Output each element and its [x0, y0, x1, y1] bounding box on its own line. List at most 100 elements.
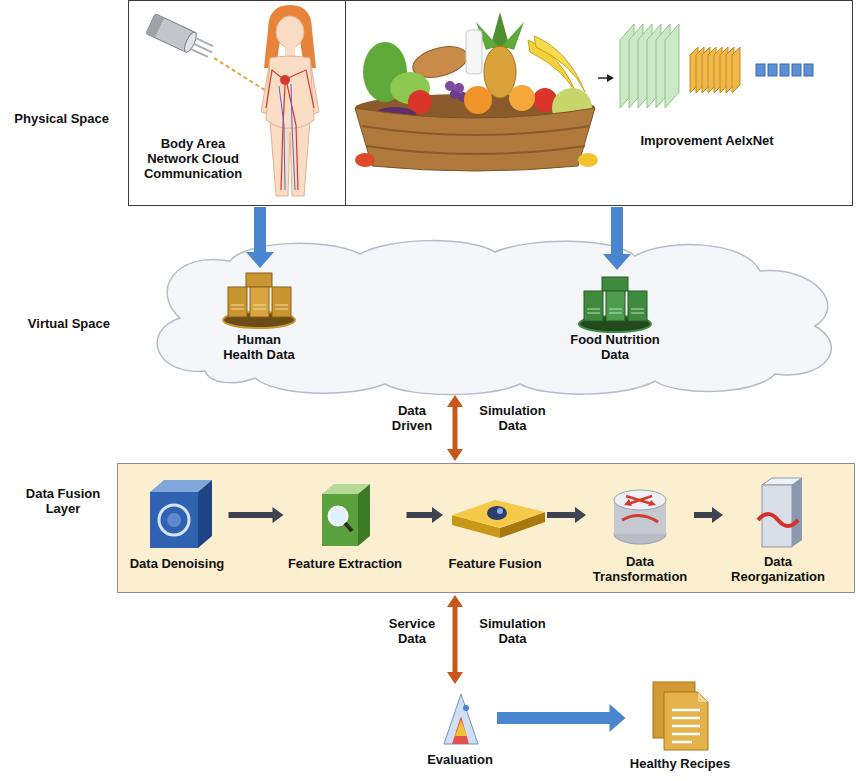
router-icon: [614, 490, 666, 510]
arrow-shaft: [694, 512, 713, 518]
database-icon: [272, 287, 291, 317]
arrow-shaft: [229, 512, 274, 518]
text-holder: Data Fusion Layer: [18, 486, 108, 516]
connector-arrow: [547, 507, 586, 523]
router-icon: [628, 496, 652, 504]
food-basket: [454, 83, 464, 93]
database-icon: [587, 309, 644, 313]
extract-icon: [345, 523, 352, 531]
food-basket: [509, 85, 535, 111]
server-icon: [758, 514, 798, 526]
document-icon: [698, 692, 708, 702]
text-holder: Body Area Network Cloud Communication: [138, 136, 248, 181]
cnn-layers: [756, 64, 765, 76]
document-icon: [672, 710, 700, 742]
database-icon: [602, 277, 628, 291]
denoise-icon: [167, 513, 181, 527]
food-basket: [355, 108, 595, 171]
connector-arrow: [229, 507, 284, 523]
arrow-head: [575, 507, 586, 523]
text-holder: Service Data: [386, 616, 438, 646]
text-holder: Data Driven: [386, 403, 438, 433]
database-icon: [223, 273, 295, 328]
arrow-shaft: [407, 512, 434, 518]
denoise-icon: [159, 505, 189, 535]
layer-heading: Physical Space: [14, 111, 109, 126]
fusion-icon: [497, 508, 503, 514]
node-label: Data Reorganization: [727, 554, 829, 584]
food-basket: [445, 81, 455, 91]
text-holder: Simulation Data: [470, 616, 555, 646]
pointer-arrow: [598, 74, 614, 82]
node-label: Healthy Recipes: [630, 756, 730, 771]
arrow-head: [712, 507, 723, 523]
human-figure: [270, 120, 310, 196]
sensor-device: [146, 14, 164, 38]
human-figure: [279, 84, 295, 190]
connector-arrow: [246, 207, 274, 268]
evaluation-icon: [444, 694, 478, 744]
food-basket: [464, 86, 492, 114]
extract-icon: [322, 484, 370, 546]
evaluation-icon: [444, 694, 478, 744]
cnn-layers: [732, 47, 740, 93]
arrow-head: [273, 507, 284, 523]
cloud-outline: [157, 241, 831, 395]
arrow-shaft: [453, 406, 458, 450]
router-icon: [648, 500, 656, 506]
denoise-icon: [150, 492, 198, 548]
server-icon: [758, 478, 802, 547]
text-holder: Improvement AelxNet: [622, 133, 792, 148]
arrow-head: [447, 395, 463, 407]
denoise-icon: [198, 480, 212, 548]
food-basket: [502, 22, 524, 50]
node-label: Data Transformation: [590, 554, 690, 584]
food-basket: [362, 126, 590, 154]
connector-arrow: [447, 595, 463, 684]
database-icon: [628, 291, 647, 321]
node-label: Evaluation: [427, 752, 493, 767]
arrow-label: Simulation Data: [470, 403, 555, 433]
connector-arrow: [497, 704, 626, 732]
text-holder: Physical Space: [14, 111, 109, 126]
arrow-shaft: [547, 512, 576, 518]
sensor-device: [214, 58, 268, 92]
arrow-shaft: [497, 712, 611, 724]
arrow-label: Data Driven: [386, 403, 438, 433]
pointer-arrow: [598, 77, 608, 79]
cnn-layers: [665, 24, 679, 108]
food-basket: [484, 46, 516, 98]
arrow-head: [432, 507, 443, 523]
evaluation-icon: [463, 705, 469, 711]
database-icon: [246, 273, 272, 287]
sensor-device: [146, 14, 268, 92]
text-holder: Simulation Data: [470, 403, 555, 433]
extract-icon: [329, 507, 347, 525]
connector-arrow: [603, 207, 631, 270]
router-icon: [622, 515, 658, 522]
node-label: Feature Extraction: [288, 556, 402, 571]
fusion-icon: [452, 500, 545, 528]
arrow-head: [246, 252, 274, 268]
extract-icon: [322, 494, 358, 546]
cnn-layers: [620, 24, 813, 108]
text-holder: Virtual Space: [28, 316, 110, 331]
human-figure: [266, 70, 314, 190]
section-label: Improvement AelxNet: [622, 133, 792, 148]
document-icon: [664, 692, 708, 750]
database-icon: [250, 287, 269, 317]
arrow-shaft: [453, 606, 458, 673]
database-icon: [231, 305, 288, 309]
cnn-layers: [768, 64, 777, 76]
food-basket: [534, 36, 585, 92]
database-icon: [579, 277, 651, 332]
connector-arrow: [407, 507, 444, 523]
arrow-head: [603, 254, 631, 270]
section-label: Body Area Network Cloud Communication: [138, 136, 248, 181]
food-basket: [355, 153, 375, 167]
layer-heading: Data Fusion Layer: [18, 486, 108, 516]
server-icon: [792, 478, 802, 547]
arrow-head: [610, 704, 626, 732]
